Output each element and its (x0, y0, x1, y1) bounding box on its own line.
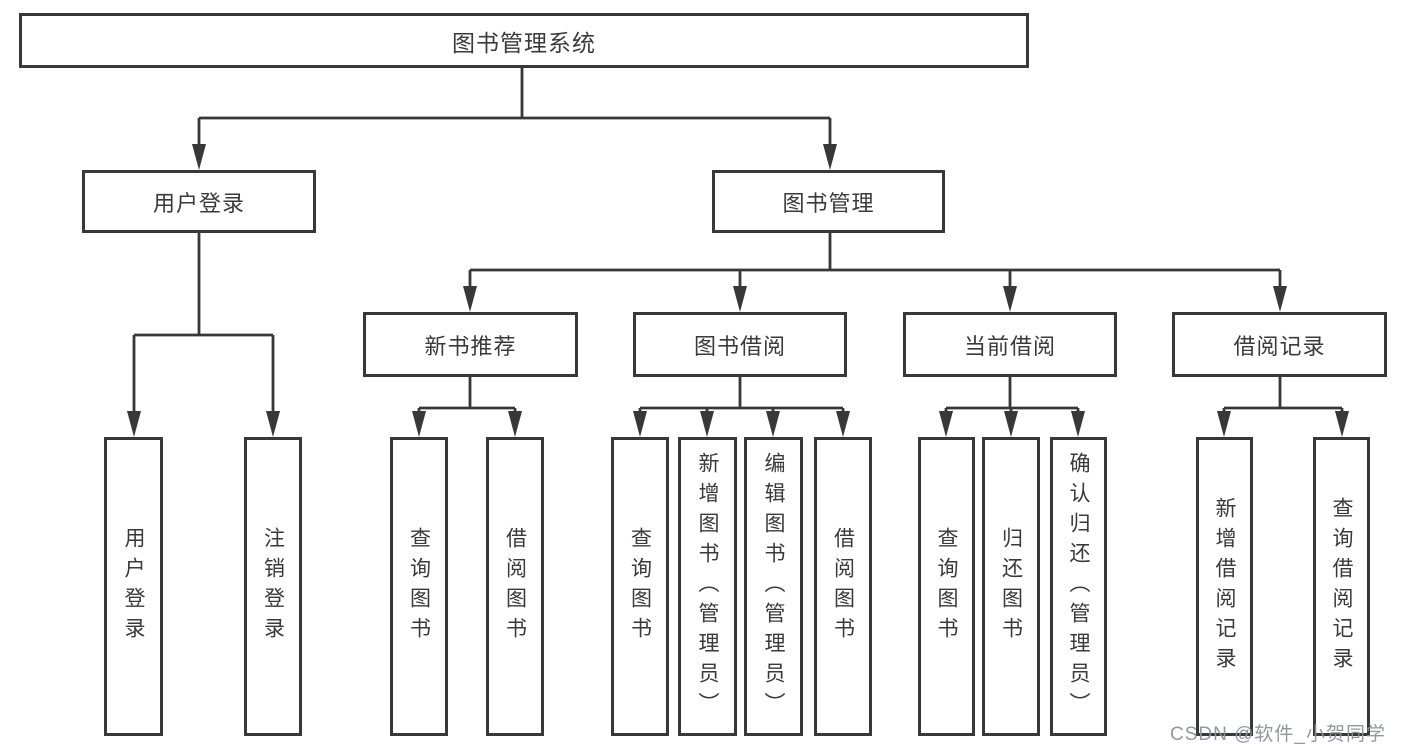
leaf-add-book-admin-label: 新增图书（管理员） (696, 451, 719, 722)
node-current-borrow-label: 当前借阅 (963, 333, 1056, 359)
leaf-borrow-books-recommend: 借阅图书 (486, 437, 544, 736)
node-library-system-label: 图书管理系统 (452, 29, 596, 56)
node-user-login-label: 用户登录 (152, 190, 245, 216)
leaf-edit-book-admin-label: 编辑图书（管理员） (762, 451, 785, 722)
node-borrow-records-label: 借阅记录 (1233, 333, 1326, 359)
leaf-user-login: 用户登录 (104, 437, 163, 736)
leaf-query-books-recommend: 查询图书 (390, 437, 448, 736)
leaf-return-book: 归还图书 (982, 437, 1040, 736)
leaf-add-borrow-record: 新增借阅记录 (1196, 437, 1253, 736)
node-new-book-recommend: 新书推荐 (363, 312, 578, 377)
leaf-query-books-borrow: 查询图书 (611, 437, 669, 736)
leaf-confirm-return-admin: 确认归还（管理员） (1050, 437, 1107, 736)
leaf-borrow-books-recommend-label: 借阅图书 (503, 526, 527, 647)
node-book-management-label: 图书管理 (782, 190, 875, 216)
leaf-user-login-label: 用户登录 (122, 526, 145, 647)
leaf-query-books-borrow-label: 查询图书 (628, 526, 652, 647)
arrowheads (127, 144, 1349, 437)
leaf-query-books-current: 查询图书 (918, 437, 975, 736)
node-new-book-recommend-label: 新书推荐 (424, 333, 517, 359)
leaf-edit-book-admin: 编辑图书（管理员） (744, 437, 803, 736)
node-book-borrow: 图书借阅 (633, 312, 847, 377)
leaf-confirm-return-admin-label: 确认归还（管理员） (1067, 451, 1090, 722)
leaf-logout-label: 注销登录 (261, 526, 285, 647)
leaf-add-borrow-record-label: 新增借阅记录 (1213, 496, 1236, 677)
leaf-borrow-books-label: 借阅图书 (831, 526, 855, 647)
leaf-return-book-label: 归还图书 (999, 526, 1023, 647)
leaf-query-books-current-label: 查询图书 (935, 526, 958, 647)
node-current-borrow: 当前借阅 (903, 312, 1117, 377)
node-borrow-records: 借阅记录 (1172, 312, 1387, 377)
node-book-borrow-label: 图书借阅 (693, 333, 786, 359)
leaf-query-borrow-record-label: 查询借阅记录 (1330, 496, 1353, 677)
leaf-borrow-books: 借阅图书 (814, 437, 872, 736)
node-library-system: 图书管理系统 (19, 13, 1029, 68)
leaf-add-book-admin: 新增图书（管理员） (678, 437, 737, 736)
node-book-management: 图书管理 (712, 170, 945, 233)
node-user-login: 用户登录 (82, 170, 316, 233)
leaf-query-books-recommend-label: 查询图书 (407, 526, 431, 647)
csdn-watermark: CSDN @软件_小贺同学 (1170, 724, 1386, 745)
leaf-logout: 注销登录 (244, 437, 302, 736)
leaf-query-borrow-record: 查询借阅记录 (1313, 437, 1370, 736)
